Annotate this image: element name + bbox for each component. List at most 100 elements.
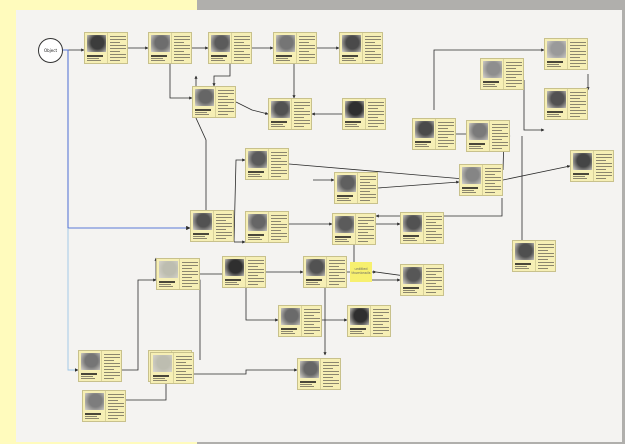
card-caption-line — [547, 116, 561, 117]
content-card[interactable] — [400, 264, 444, 296]
canvas-board[interactable]: Object untitled thumbnails — [16, 10, 622, 442]
content-card[interactable] — [208, 32, 252, 64]
card-text-line — [108, 418, 118, 419]
card-text-line — [271, 224, 287, 225]
content-card[interactable] — [303, 256, 347, 288]
card-text-line — [271, 158, 281, 159]
card-text-line — [218, 108, 234, 109]
card-text-line — [182, 274, 198, 275]
card-caption-line — [403, 235, 419, 237]
card-caption-line — [159, 281, 175, 283]
card-text-line — [176, 362, 186, 363]
card-text-line — [538, 244, 554, 245]
content-card[interactable] — [544, 88, 588, 120]
connector-arrow — [235, 101, 269, 115]
card-text-line — [304, 321, 320, 322]
card-text-line — [358, 241, 368, 242]
card-text-line — [365, 42, 375, 43]
content-card[interactable] — [342, 98, 386, 130]
card-text-line — [104, 378, 114, 379]
content-card[interactable] — [480, 58, 524, 90]
card-text-line — [438, 128, 448, 129]
card-text-line — [304, 324, 314, 325]
content-card[interactable] — [412, 118, 456, 150]
card-text-line — [271, 167, 281, 168]
hands-thumbnail-image — [81, 353, 100, 370]
content-card[interactable] — [222, 256, 266, 288]
landscape-thumbnail-image — [342, 35, 361, 52]
card-text-line — [426, 237, 442, 238]
content-card[interactable] — [148, 32, 192, 64]
card-text-line — [492, 130, 502, 131]
content-card[interactable] — [278, 305, 322, 337]
content-card[interactable] — [150, 352, 194, 384]
card-text-line — [365, 45, 381, 46]
card-text-line — [294, 120, 310, 121]
card-text-line — [570, 110, 586, 111]
content-card[interactable] — [78, 350, 122, 382]
content-card[interactable] — [347, 305, 391, 337]
content-card[interactable] — [570, 150, 614, 182]
sketch-thumbnail-image — [153, 355, 172, 372]
content-card[interactable] — [268, 98, 312, 130]
portrait-thumbnail-image — [248, 151, 267, 168]
card-text-line — [426, 225, 442, 226]
card-text-line — [108, 397, 124, 398]
card-text-line — [570, 113, 586, 114]
content-card[interactable] — [245, 211, 289, 243]
origin-node[interactable]: Object — [38, 38, 63, 63]
content-card[interactable] — [332, 213, 376, 245]
card-text-line — [426, 219, 442, 220]
card-text-line — [360, 188, 376, 189]
card-text-line — [110, 42, 120, 43]
content-card[interactable] — [297, 358, 341, 390]
content-card[interactable] — [156, 258, 200, 290]
card-text-line — [104, 354, 120, 355]
card-text-line — [426, 231, 436, 232]
content-card[interactable] — [459, 164, 503, 196]
card-text-line — [506, 83, 522, 84]
card-caption-line — [276, 58, 288, 59]
content-card[interactable] — [466, 120, 510, 152]
card-text-line — [373, 327, 389, 328]
card-text-line — [373, 309, 389, 310]
card-caption-line — [153, 378, 165, 379]
card-caption-line — [276, 60, 290, 61]
content-card[interactable] — [84, 32, 128, 64]
card-text-line — [216, 229, 226, 230]
content-card[interactable] — [400, 212, 444, 244]
content-card[interactable] — [512, 240, 556, 272]
card-divider — [171, 33, 172, 63]
card-text-line — [216, 238, 226, 239]
content-card[interactable] — [82, 390, 126, 422]
card-text-line — [218, 90, 234, 91]
content-card[interactable] — [190, 210, 234, 242]
content-card[interactable] — [273, 32, 317, 64]
card-text-line — [294, 117, 304, 118]
card-caption-line — [403, 287, 419, 289]
content-card[interactable] — [334, 172, 378, 204]
card-caption-line — [547, 61, 563, 63]
card-text-line — [176, 371, 186, 372]
flower-thumbnail-image — [469, 123, 488, 140]
card-text-line — [358, 229, 374, 230]
card-caption-line — [195, 112, 207, 113]
card-text-line — [110, 60, 120, 61]
card-caption-line — [225, 282, 237, 283]
card-text-line — [108, 403, 124, 404]
card-text-line — [596, 163, 612, 164]
card-text-line — [506, 68, 516, 69]
card-text-line — [438, 143, 454, 144]
card-text-line — [174, 39, 190, 40]
card-divider — [423, 265, 424, 295]
content-card[interactable] — [245, 148, 289, 180]
card-caption-line — [573, 173, 589, 175]
content-card[interactable] — [192, 86, 236, 118]
card-text-line — [174, 36, 190, 37]
card-text-line — [373, 312, 389, 313]
sticky-note[interactable]: untitled thumbnails — [350, 262, 372, 282]
content-card[interactable] — [544, 38, 588, 70]
card-caption-line — [193, 233, 209, 235]
card-text-line — [174, 54, 190, 55]
content-card[interactable] — [339, 32, 383, 64]
